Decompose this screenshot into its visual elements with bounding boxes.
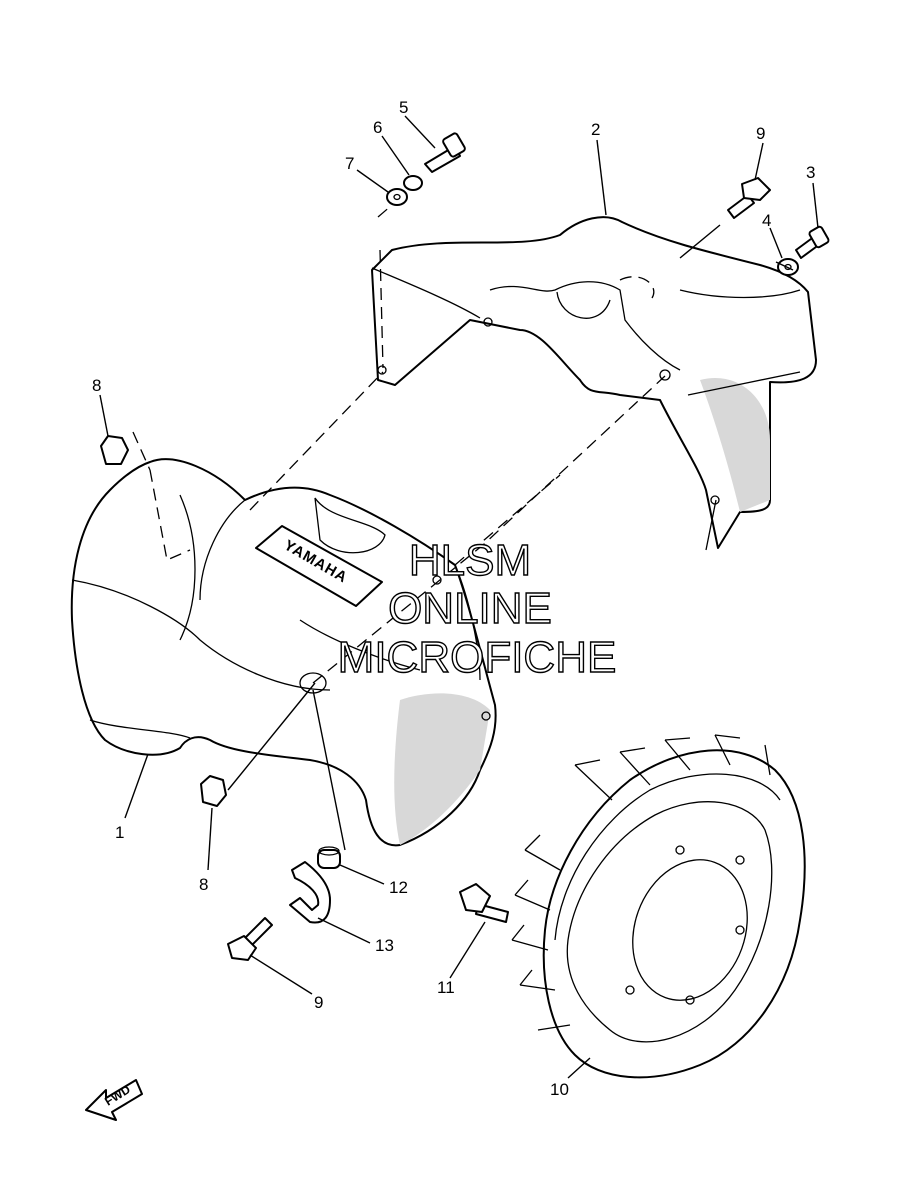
watermark-line-3: MICROFICHE [338, 633, 617, 682]
assembly-dash-lines [132, 204, 794, 851]
callout-8-upper: 8 [92, 376, 101, 395]
watermark-line-1: HLSM [409, 536, 531, 585]
callout-9-upper: 9 [756, 124, 765, 143]
bolt-part-9-upper [727, 177, 771, 219]
bolt-part-3 [795, 225, 830, 259]
callout-7: 7 [345, 154, 354, 173]
callout-labels: 1 2 3 4 5 6 7 8 8 9 9 10 11 12 13 [92, 98, 815, 1099]
nut-part-8-lower [200, 775, 227, 807]
nut-part-8-upper [100, 435, 129, 465]
callout-9-lower: 9 [314, 993, 323, 1012]
clip-part-13 [289, 861, 331, 924]
callout-1: 1 [115, 823, 124, 842]
lock-washer-part-6 [403, 175, 423, 191]
watermark: HLSM ONLINE MICROFICHE [337, 535, 617, 682]
callout-5: 5 [399, 98, 408, 117]
callout-10: 10 [550, 1080, 569, 1099]
callout-2: 2 [591, 120, 600, 139]
callout-4: 4 [762, 211, 771, 230]
callout-8-lower: 8 [199, 875, 208, 894]
bolt-part-11 [459, 883, 509, 923]
collar-part-12 [317, 846, 341, 869]
callout-leaders [99, 115, 819, 1079]
bolt-part-5 [424, 132, 466, 173]
callout-12: 12 [389, 878, 408, 897]
washer-part-7 [386, 188, 408, 206]
callout-11: 11 [437, 978, 455, 997]
forward-direction-arrow: FWD [85, 1079, 143, 1121]
callout-6: 6 [373, 118, 382, 137]
watermark-line-2: ONLINE [388, 584, 552, 633]
callout-13: 13 [375, 936, 394, 955]
callout-3: 3 [806, 163, 815, 182]
bolt-part-9-lower [227, 917, 273, 961]
upper-shroud-part-2 [371, 216, 817, 551]
cooling-fan-part-10 [511, 734, 806, 1079]
